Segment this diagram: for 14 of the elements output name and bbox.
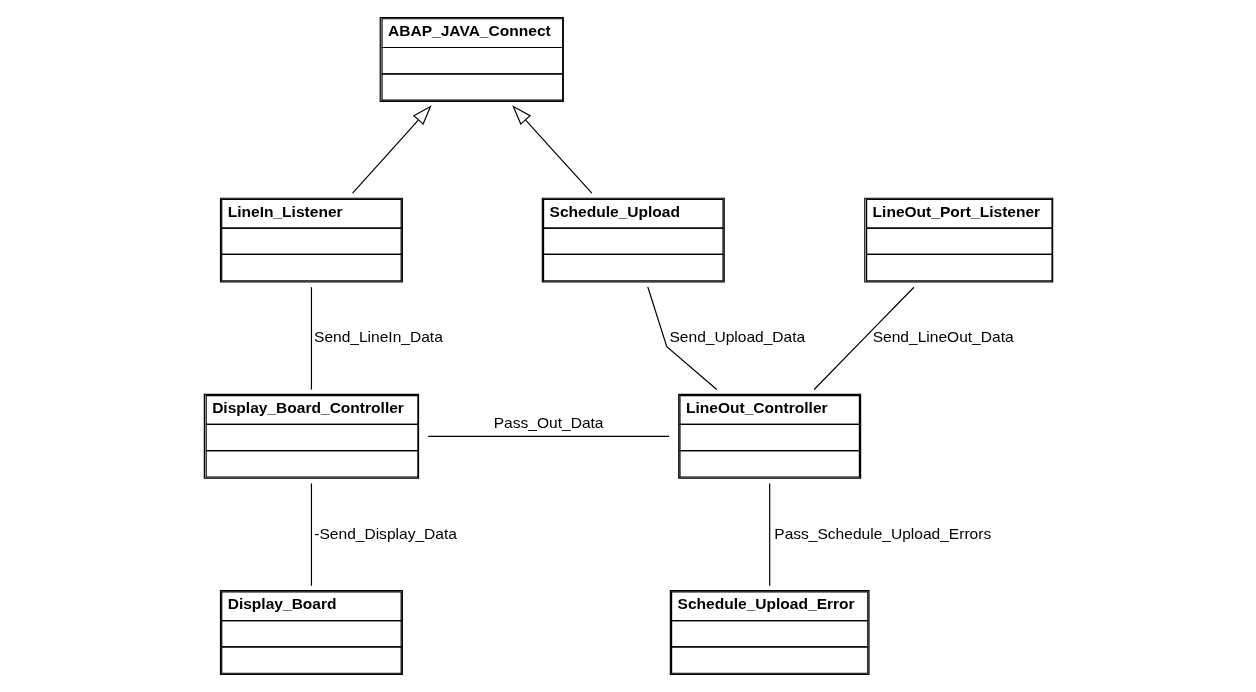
connector [813,286,915,391]
edge-label: Pass_Schedule_Upload_Errors [773,524,991,542]
connector [768,482,770,587]
arrow [511,105,592,194]
edge-label: Pass_Out_Data [493,414,604,432]
edge-label: Send_LineOut_Data [872,328,1014,346]
edge-label: -Send_Display_Data [313,524,457,542]
connector [646,286,717,391]
connector [427,435,670,437]
connector [310,482,312,587]
edge-label: Send_LineIn_Data [313,328,443,346]
arrow [351,105,432,194]
connector [310,286,312,391]
edge-label: Send_Upload_Data [669,328,805,346]
